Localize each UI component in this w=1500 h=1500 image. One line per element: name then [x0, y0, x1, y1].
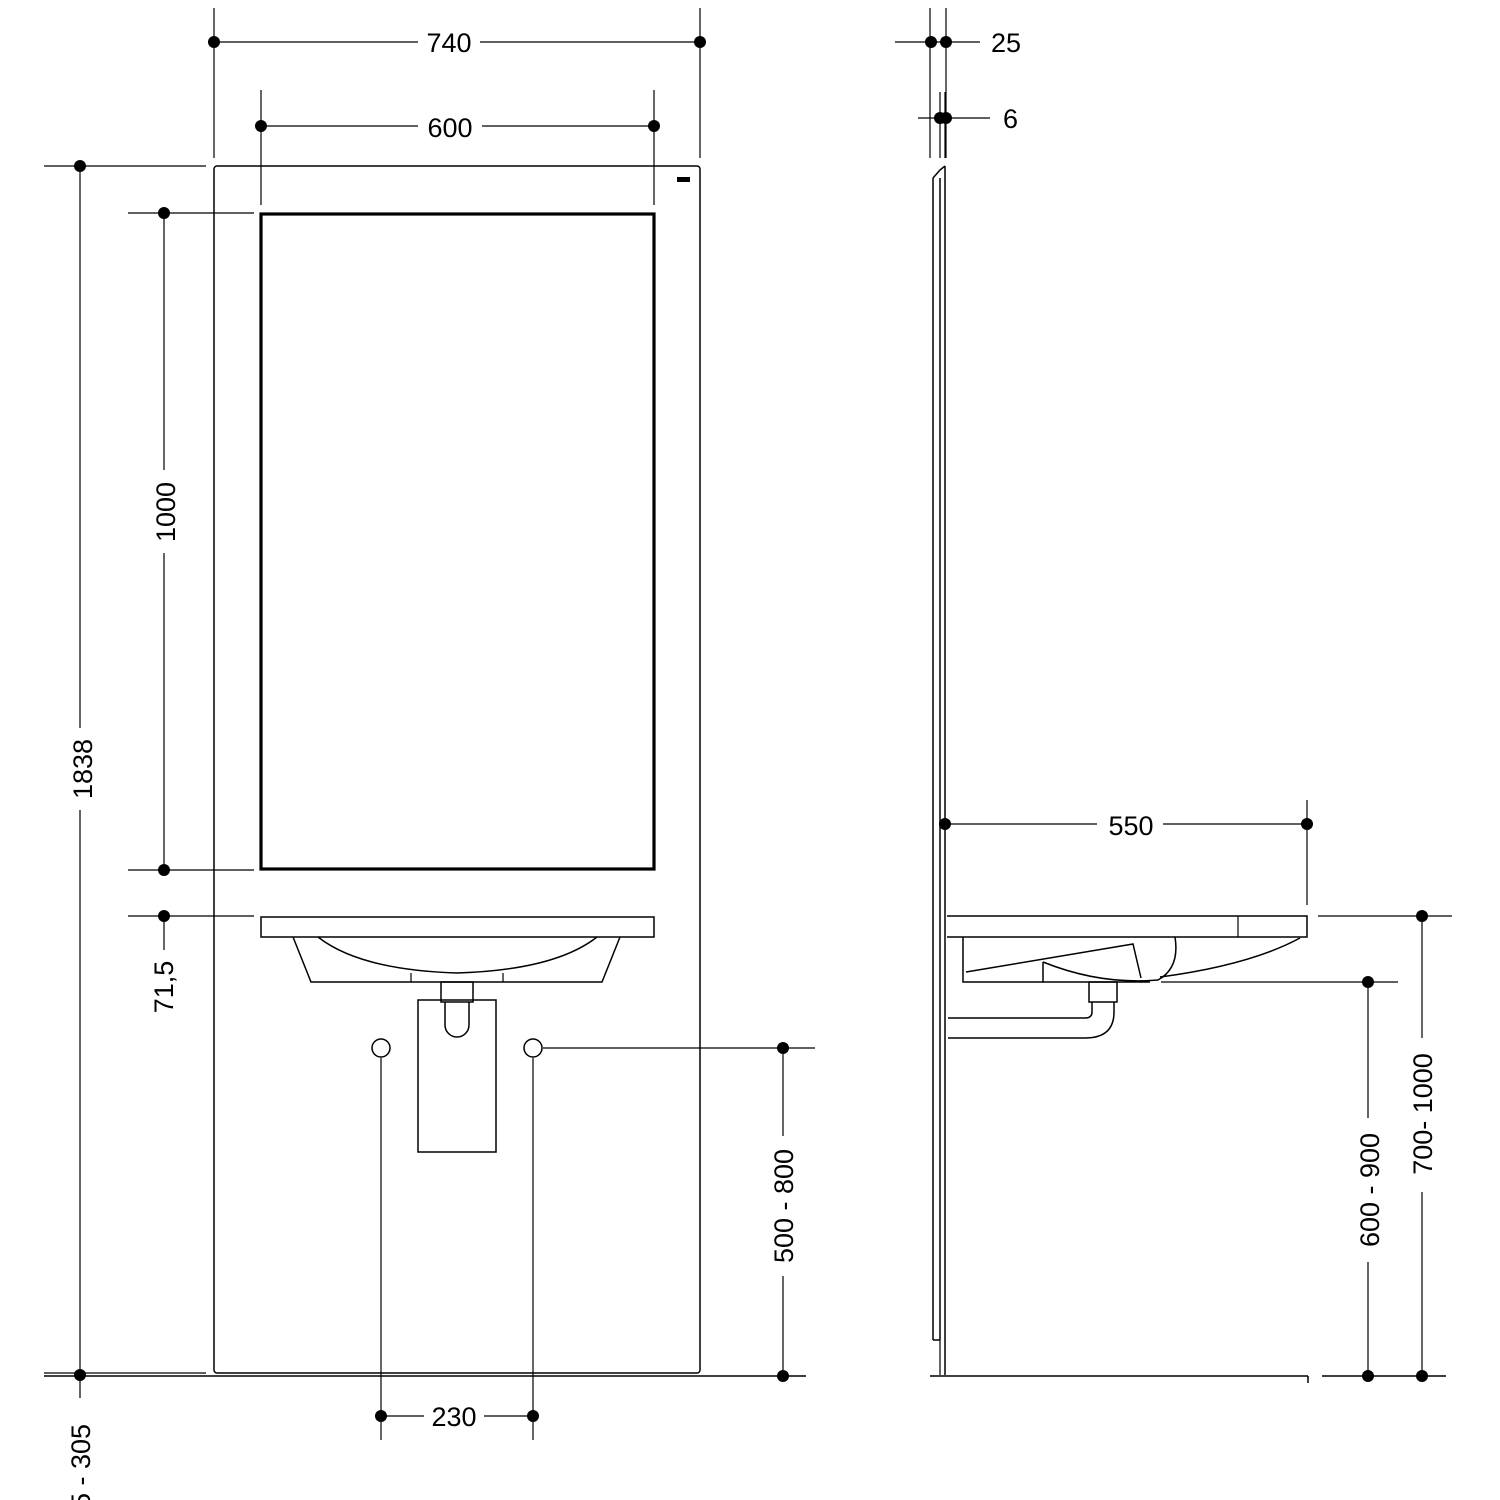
- dim-basin-rim-height: 700- 1000: [1318, 910, 1452, 1382]
- dim-overall-height: 1838: [44, 160, 206, 1381]
- washbasin-side: [947, 915, 1308, 1039]
- basin-bottom-height-label: 600 - 900: [1355, 1133, 1385, 1247]
- basin-rim-label: 71,5: [149, 961, 179, 1014]
- outlet-height-label: 500 - 800: [769, 1149, 799, 1263]
- dim-outlet-spacing: 230: [375, 1058, 539, 1440]
- mirror-height-label: 1000: [151, 482, 181, 542]
- outlet-right: [523, 1038, 543, 1058]
- basin-depth-label: 550: [1108, 811, 1153, 841]
- dim-mirror-width: 600: [255, 90, 660, 205]
- wall-panel-side: [932, 165, 946, 1375]
- front-view: 740 600 1838 5 - 305: [44, 8, 815, 1500]
- drain-trap-front: [417, 981, 497, 1153]
- mirror-thickness-label: 6: [1003, 104, 1018, 134]
- dim-overall-width: 740: [208, 8, 706, 158]
- panel-thickness-label: 25: [991, 28, 1021, 58]
- overall-width-label: 740: [426, 28, 471, 58]
- panel-indicator: [677, 177, 690, 182]
- side-view: 25 6 550 600 - 900: [895, 8, 1452, 1383]
- dim-mirror-thickness: 6: [918, 92, 1018, 158]
- dim-basin-rim: 71,5: [128, 910, 254, 1013]
- floor-offset-label: 5 - 305: [66, 1424, 96, 1500]
- basin-rim-height-label: 700- 1000: [1408, 1053, 1438, 1175]
- dim-floor-offset: 5 - 305: [66, 1376, 96, 1500]
- dim-mirror-height: 1000: [128, 207, 254, 876]
- dim-outlet-height: 500 - 800: [543, 1042, 815, 1382]
- dim-basin-depth: 550: [939, 800, 1313, 905]
- washbasin-front: [260, 916, 655, 983]
- mirror-width-label: 600: [427, 113, 472, 143]
- overall-height-label: 1838: [68, 739, 98, 799]
- outlet-spacing-label: 230: [431, 1402, 476, 1432]
- mirror: [259, 212, 656, 871]
- wall-panel: [213, 165, 701, 1374]
- outlet-left: [371, 1038, 391, 1058]
- dim-panel-thickness: 25: [895, 8, 1021, 158]
- dim-basin-bottom-height: 600 - 900: [1161, 976, 1398, 1382]
